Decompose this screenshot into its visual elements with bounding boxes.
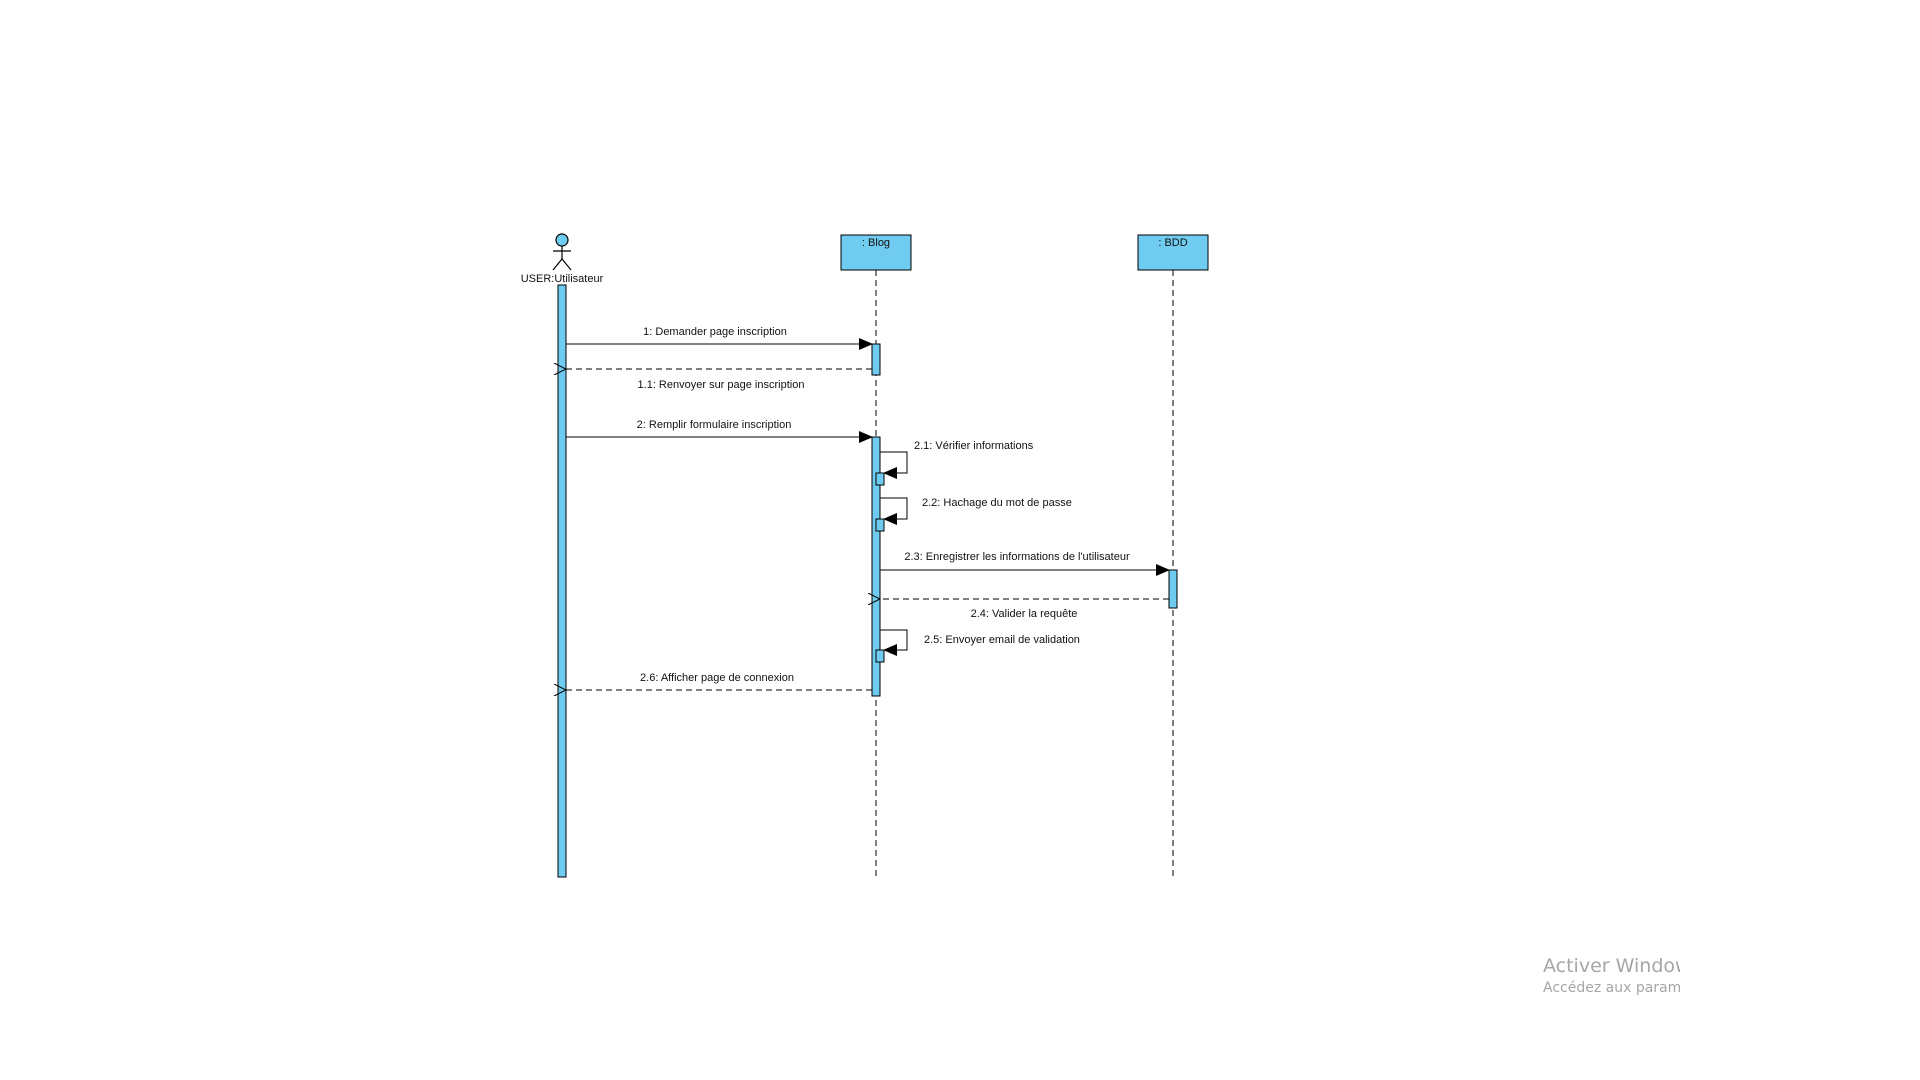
message-2-1-label: 2.1: Vérifier informations (914, 440, 1034, 452)
activation-blog-1 (871, 343, 881, 376)
windows-activation-watermark: Activer Windows Accédez aux paramètres p… (1543, 954, 1680, 998)
message-2-3-label: 2.3: Enregistrer les informations de l'u… (904, 551, 1130, 563)
activation-bdd (1168, 569, 1178, 609)
message-2[interactable]: 2: Remplir formulaire inscription (566, 419, 873, 443)
message-2-1[interactable]: 2.1: Vérifier informations (880, 440, 1034, 479)
activation-user (557, 284, 567, 878)
participant-bdd[interactable]: : BDD (1137, 234, 1209, 877)
message-1-1[interactable]: 1.1: Renvoyer sur page inscription (566, 369, 872, 391)
message-2-3[interactable]: 2.3: Enregistrer les informations de l'u… (880, 551, 1170, 576)
message-2-5[interactable]: 2.5: Envoyer email de validation (880, 629, 1080, 656)
message-2-6[interactable]: 2.6: Afficher page de connexion (566, 672, 872, 690)
activation-blog-2 (871, 436, 881, 697)
message-2-4-label: 2.4: Valider la requête (971, 608, 1078, 620)
participant-bdd-label: : BDD (1158, 237, 1187, 249)
activation-blog-2-5 (875, 649, 885, 663)
message-2-label: 2: Remplir formulaire inscription (637, 419, 792, 431)
participant-blog-label: : Blog (862, 237, 890, 249)
message-2-2[interactable]: 2.2: Hachage du mot de passe (880, 497, 1072, 525)
message-2-4[interactable]: 2.4: Valider la requête (880, 599, 1169, 620)
message-1[interactable]: 1: Demander page inscription (566, 326, 873, 350)
participant-bdd-box (1137, 234, 1209, 271)
watermark-title: Activer Windows (1543, 955, 1680, 977)
participant-user-label: USER:Utilisateur (521, 273, 604, 285)
actor-icon (552, 233, 572, 271)
message-2-6-label: 2.6: Afficher page de connexion (640, 672, 794, 684)
participant-blog-box (840, 234, 912, 271)
participant-user[interactable]: USER:Utilisateur (521, 233, 604, 878)
message-2-5-label: 2.5: Envoyer email de validation (924, 634, 1080, 646)
message-2-2-label: 2.2: Hachage du mot de passe (922, 497, 1072, 509)
watermark-subtitle: Accédez aux paramètres pour activer Wind… (1543, 980, 1680, 996)
activation-blog-2-2 (875, 518, 885, 532)
activation-blog-2-1 (875, 472, 885, 486)
message-1-label: 1: Demander page inscription (643, 326, 787, 338)
message-1-1-label: 1.1: Renvoyer sur page inscription (638, 379, 805, 391)
